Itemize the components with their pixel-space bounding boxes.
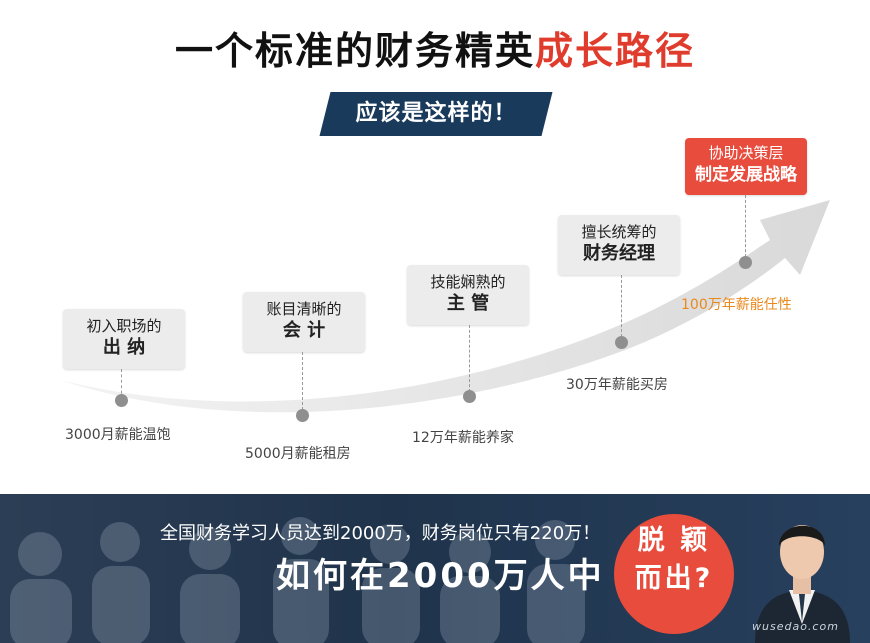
- stage-salary-highlight: 100万年薪能任性: [681, 297, 792, 313]
- stage-card-cashier: 初入职场的 出 纳: [63, 309, 185, 369]
- stage-line2: 财务经理: [583, 243, 655, 264]
- stage-line2: 主 管: [446, 293, 490, 314]
- stage-salary: 3000月薪能温饱: [65, 427, 171, 443]
- stage-dot: [615, 336, 628, 349]
- banner-text: 应该是这样的！: [355, 101, 517, 126]
- stage-line1: 初入职场的: [86, 317, 162, 335]
- stage-card-strategy: 协助决策层 制定发展战略: [685, 138, 807, 195]
- bottom-question: 如何在2000万人中: [276, 556, 605, 596]
- businessman-photo: [755, 525, 850, 643]
- circle-line1: 脱 颖: [637, 525, 711, 556]
- arrow-shape: [60, 200, 830, 413]
- stage-line1: 技能娴熟的: [430, 273, 506, 291]
- stage-line1: 账目清晰的: [266, 300, 342, 318]
- watermark: wusedao.com: [752, 620, 839, 633]
- stage-dot: [739, 256, 752, 269]
- stage-salary: 5000月薪能租房: [245, 446, 351, 462]
- stage-line2: 会 计: [282, 320, 326, 341]
- stage-salary: 30万年薪能买房: [566, 377, 668, 393]
- crowd-silhouette-image: [10, 517, 585, 643]
- growth-arrow: [60, 200, 830, 413]
- stage-dot: [115, 394, 128, 407]
- stage-dot: [463, 390, 476, 403]
- highlight-circle: [614, 514, 734, 634]
- stage-connector: [621, 275, 622, 337]
- stage-line2: 制定发展战略: [695, 165, 797, 185]
- stage-connector: [469, 325, 470, 392]
- title-highlight: 成长路径: [535, 29, 696, 73]
- stage-card-accountant: 账目清晰的 会 计: [243, 292, 365, 352]
- stage-dot: [296, 409, 309, 422]
- stage-card-supervisor: 技能娴熟的 主 管: [407, 265, 529, 325]
- stage-card-finance-manager: 擅长统筹的 财务经理: [558, 215, 680, 275]
- stage-line1: 协助决策层: [708, 144, 784, 162]
- page-title: 一个标准的财务精英成长路径: [0, 20, 870, 75]
- stage-connector: [745, 195, 746, 257]
- title-main: 一个标准的财务精英: [174, 29, 535, 73]
- stage-line1: 擅长统筹的: [581, 223, 657, 241]
- stage-line2: 出 纳: [102, 337, 146, 358]
- circle-text: 脱 颖 而出?: [614, 522, 734, 598]
- circle-line2: 而出?: [634, 563, 714, 594]
- stage-salary: 12万年薪能养家: [412, 430, 514, 446]
- bottom-headline: 全国财务学习人员达到2000万，财务岗位只有220万！: [160, 523, 601, 544]
- stage-connector: [121, 369, 122, 399]
- stage-connector: [302, 352, 303, 410]
